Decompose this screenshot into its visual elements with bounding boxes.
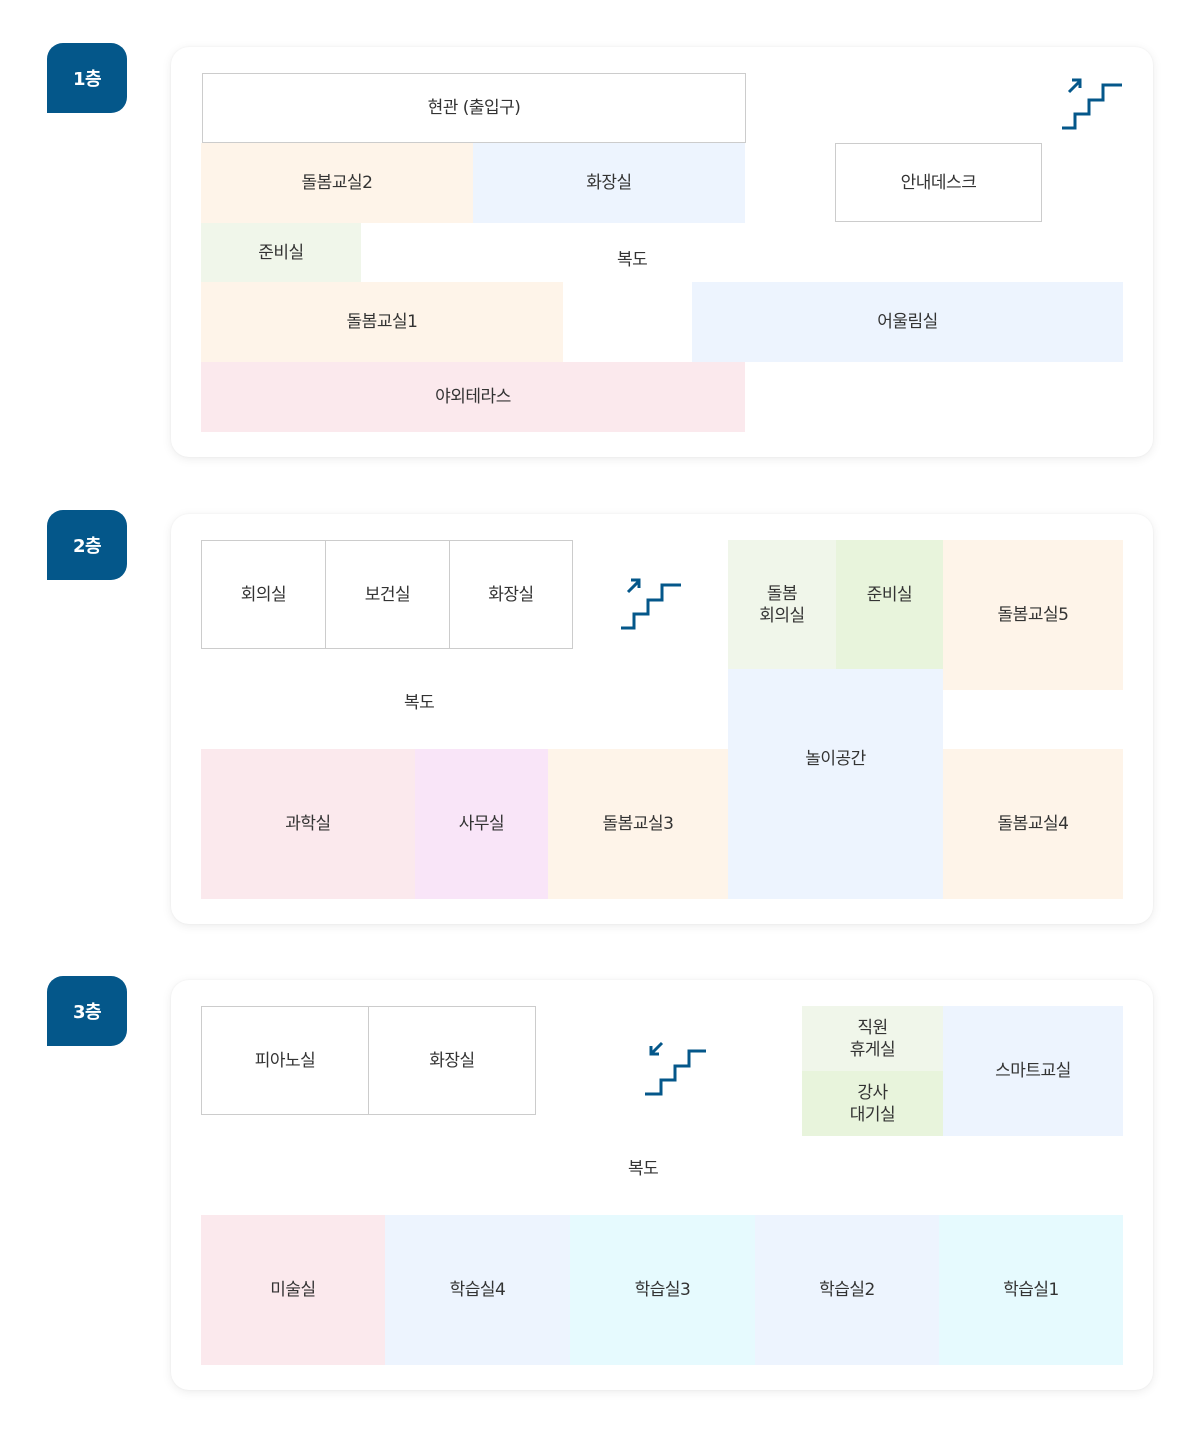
room-label: 돌봄교실1 <box>346 312 418 332</box>
room-label: 돌봄 회의실 <box>759 583 805 626</box>
room-label: 준비실 <box>258 242 304 263</box>
room-label: 직원 휴게실 <box>849 1017 896 1060</box>
room-label: 학습실4 <box>449 1280 506 1300</box>
room-care-class-2[interactable]: 돌봄교실2 <box>201 143 473 223</box>
room-care-meeting-room[interactable]: 돌봄 회의실 <box>728 540 836 669</box>
room-label: 돌봄교실5 <box>997 605 1069 625</box>
corridor-label: 복도 <box>617 250 648 270</box>
room-label: 학습실1 <box>1003 1280 1059 1300</box>
room-label: 학습실3 <box>634 1280 691 1300</box>
room-label: 화장실 <box>586 173 632 193</box>
floor-2-map: 회의실 보건실 화장실 돌봄 회의실 준비실 돌봄교실5 복도 놀이공간 과학실… <box>171 514 1153 924</box>
room-label: 돌봄교실3 <box>602 814 674 834</box>
room-care-class-4[interactable]: 돌봄교실4 <box>943 749 1123 899</box>
room-study-1[interactable]: 학습실1 <box>939 1215 1123 1365</box>
room-label: 미술실 <box>270 1280 316 1300</box>
room-label: 화장실 <box>429 1050 475 1071</box>
stairs-down-icon <box>645 1041 706 1096</box>
room-smart-class[interactable]: 스마트교실 <box>943 1006 1123 1136</box>
room-label: 돌봄교실4 <box>997 814 1069 834</box>
room-label: 강사 대기실 <box>849 1082 896 1125</box>
room-label: 사무실 <box>458 814 505 834</box>
room-piano-room[interactable]: 피아노실 <box>201 1006 369 1115</box>
room-label: 준비실 <box>866 584 913 605</box>
room-science-room[interactable]: 과학실 <box>201 749 415 899</box>
room-care-class-5[interactable]: 돌봄교실5 <box>943 540 1123 690</box>
room-health-room[interactable]: 보건실 <box>325 540 450 649</box>
room-label: 놀이공간 <box>805 749 866 769</box>
room-label: 회의실 <box>240 584 287 605</box>
room-restroom[interactable]: 화장실 <box>449 540 573 649</box>
room-label: 학습실2 <box>819 1280 875 1300</box>
stairs-up-icon <box>621 578 681 630</box>
room-play-space[interactable]: 놀이공간 <box>728 669 943 899</box>
floor-2-badge[interactable]: 2층 <box>47 510 127 580</box>
room-study-2[interactable]: 학습실2 <box>755 1215 939 1365</box>
room-label: 스마트교실 <box>995 1061 1071 1081</box>
corridor-label: 복도 <box>404 693 435 713</box>
room-restroom[interactable]: 화장실 <box>473 143 745 223</box>
stairs-up-icon <box>1062 78 1122 130</box>
corridor-label: 복도 <box>628 1159 659 1179</box>
room-meeting-room[interactable]: 회의실 <box>201 540 326 649</box>
room-label: 현관 (출입구) <box>427 98 521 118</box>
room-community[interactable]: 어울림실 <box>692 282 1123 362</box>
room-care-class-3[interactable]: 돌봄교실3 <box>548 749 728 899</box>
room-prep-room[interactable]: 준비실 <box>836 540 943 669</box>
room-office[interactable]: 사무실 <box>415 749 548 899</box>
room-prep-room[interactable]: 준비실 <box>201 223 361 282</box>
room-label: 피아노실 <box>254 1050 316 1071</box>
room-label: 야외테라스 <box>435 387 511 407</box>
room-label: 돌봄교실2 <box>301 173 373 193</box>
room-entrance[interactable]: 현관 (출입구) <box>202 73 746 143</box>
room-label: 어울림실 <box>877 312 938 332</box>
room-staff-lounge[interactable]: 직원 휴게실 <box>802 1006 943 1071</box>
room-care-class-1[interactable]: 돌봄교실1 <box>201 282 563 362</box>
room-label: 보건실 <box>364 584 411 605</box>
room-study-3[interactable]: 학습실3 <box>570 1215 755 1365</box>
room-info-desk[interactable]: 안내데스크 <box>835 143 1042 222</box>
room-label: 안내데스크 <box>900 172 977 193</box>
room-study-4[interactable]: 학습실4 <box>385 1215 570 1365</box>
room-art-room[interactable]: 미술실 <box>201 1215 385 1365</box>
room-outdoor-terrace[interactable]: 야외테라스 <box>201 362 745 432</box>
room-label: 과학실 <box>285 814 331 834</box>
room-instructor-waiting[interactable]: 강사 대기실 <box>802 1071 943 1136</box>
room-label: 화장실 <box>488 584 534 605</box>
floor-3-badge[interactable]: 3층 <box>47 976 127 1046</box>
floor-1-badge[interactable]: 1층 <box>47 43 127 113</box>
room-restroom[interactable]: 화장실 <box>368 1006 536 1115</box>
floor-3-map: 피아노실 화장실 직원 휴게실 강사 대기실 스마트교실 복도 미술실 학습실4… <box>171 980 1153 1390</box>
floor-1-map: 현관 (출입구) 돌봄교실2 화장실 안내데스크 준비실 복도 돌봄교실1 어울… <box>171 47 1153 457</box>
